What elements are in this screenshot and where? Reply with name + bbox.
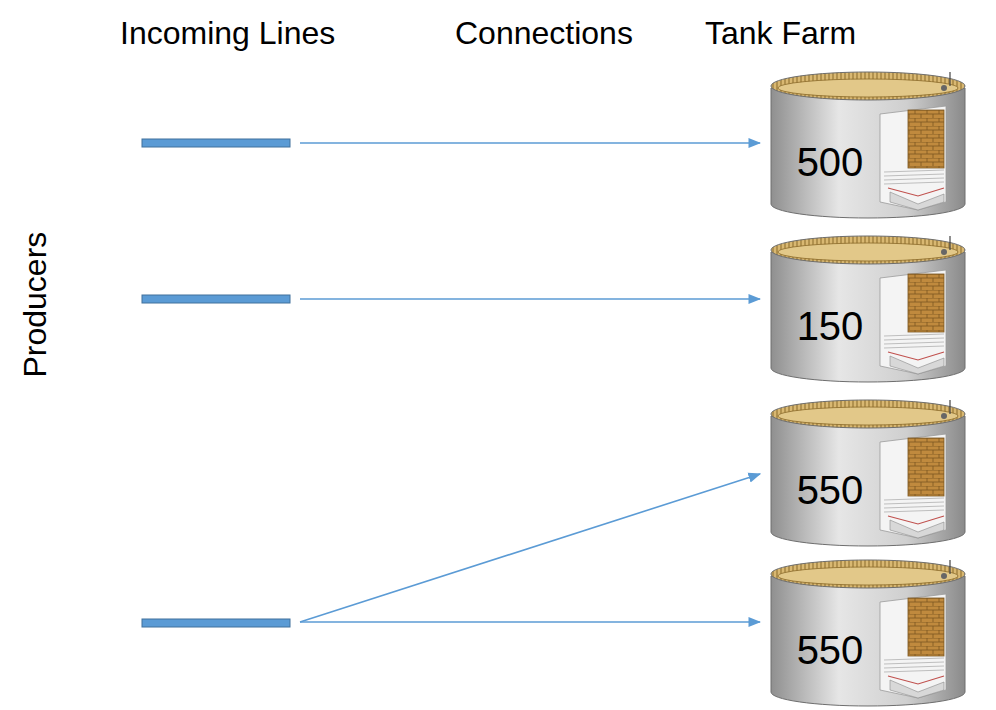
- column-heading: Connections: [455, 16, 633, 51]
- connection-arrow: [300, 621, 760, 623]
- incoming-line: [142, 139, 290, 147]
- tank-volume: 550: [797, 628, 864, 672]
- connection-arrow: [300, 474, 760, 622]
- incoming-line: [142, 619, 290, 627]
- column-heading: Incoming Lines: [120, 16, 335, 51]
- storage-tank: 500: [768, 70, 968, 220]
- column-heading: Tank Farm: [705, 16, 856, 51]
- side-label: Producers: [18, 232, 53, 378]
- storage-tank: 550: [768, 398, 968, 548]
- tank-volume: 500: [797, 140, 864, 184]
- connection-arrow: [300, 142, 760, 144]
- incoming-line: [142, 295, 290, 303]
- storage-tank: 550: [768, 558, 968, 708]
- connection-arrow: [300, 298, 760, 300]
- tank-volume: 550: [797, 468, 864, 512]
- storage-tank: 150: [768, 234, 968, 384]
- tank-volume: 150: [797, 304, 864, 348]
